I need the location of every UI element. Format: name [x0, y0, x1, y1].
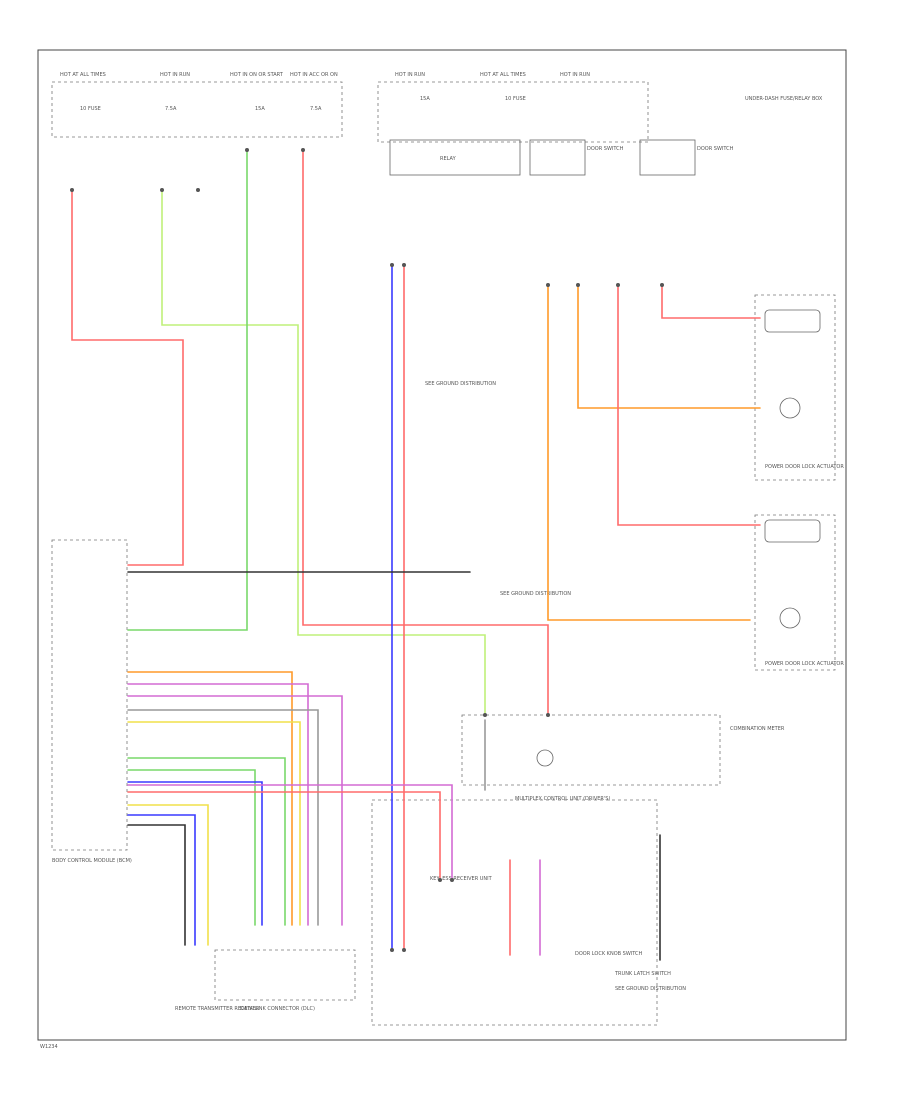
hot-label-2: HOT IN RUN — [160, 72, 190, 78]
wire-orange-2 — [577, 284, 761, 409]
dlc-box — [214, 949, 356, 1001]
sensor-a-label: DOOR LOCK KNOB SWITCH — [575, 951, 643, 957]
diagram-frame — [37, 49, 847, 1041]
figure-code: W1234 — [40, 1044, 58, 1050]
multiplex-label: MULTIPLEX CONTROL UNIT (DRIVER'S) — [515, 796, 610, 802]
connector-pin-7 — [546, 283, 550, 287]
door-actuators: POWER DOOR LOCK ACTUATOR POWER DOOR LOCK… — [754, 294, 844, 671]
wire-yellow-1 — [127, 721, 301, 926]
wire-red-4 — [617, 284, 761, 526]
connector-pin-14 — [450, 878, 454, 882]
power-source-labels: HOT AT ALL TIMES HOT IN RUN HOT IN ON OR… — [60, 72, 590, 78]
ground-note-2: SEE GROUND DISTRIBUTION — [500, 591, 571, 597]
wire-pink-1 — [127, 695, 343, 926]
remote-label: REMOTE TRANSMITTER RECEIVER — [175, 1006, 260, 1012]
actuator-1 — [764, 309, 821, 333]
connector-pin-10 — [660, 283, 664, 287]
connector-pin-11 — [483, 713, 487, 717]
connector-pin-1 — [160, 188, 164, 192]
hot-label-1: HOT AT ALL TIMES — [60, 72, 106, 78]
ground-note-1: SEE GROUND DISTRIBUTION — [425, 381, 496, 387]
switch-label-1: DOOR SWITCH — [587, 146, 624, 152]
actuator-group-rear — [754, 514, 836, 671]
combination-meter: COMBINATION METER — [461, 714, 785, 786]
keyless-label: KEYLESS RECEIVER UNIT — [430, 876, 493, 882]
connector-pin-8 — [576, 283, 580, 287]
fuse-label-3: 15A — [255, 106, 265, 112]
switch-label-2: DOOR SWITCH — [697, 146, 734, 152]
wire-green-2 — [127, 149, 248, 631]
bottom-connectors: DATA LINK CONNECTOR (DLC) REMOTE TRANSMI… — [40, 876, 671, 1050]
bcm-label: BODY CONTROL MODULE (BCM) — [52, 858, 132, 864]
relay-box — [389, 139, 521, 176]
wire-red-2 — [302, 149, 549, 716]
meter-indicator — [536, 749, 554, 767]
actuator-3 — [764, 519, 821, 543]
bcm-box — [51, 539, 128, 851]
wires — [70, 148, 761, 961]
wire-green-1 — [161, 189, 486, 716]
connector-pin-4 — [301, 148, 305, 152]
fuse-boxes: RELAY DOOR SWITCH DOOR SWITCH 10 FUSE 7.… — [51, 81, 823, 176]
wire-green-4 — [127, 769, 256, 926]
actuator-label-2: POWER DOOR LOCK ACTUATOR — [765, 661, 844, 667]
connector-pin-3 — [245, 148, 249, 152]
wire-violet-1 — [127, 683, 309, 926]
wire-green-3 — [127, 757, 286, 926]
sensor-b-label: TRUNK LATCH SWITCH — [614, 971, 671, 977]
multiplex-unit: MULTIPLEX CONTROL UNIT (DRIVER'S) — [371, 796, 658, 1026]
wire-orange-3 — [127, 671, 293, 926]
fuse-label-1: 10 FUSE — [80, 106, 101, 112]
meter-label: COMBINATION METER — [730, 726, 785, 732]
wire-red-6 — [127, 791, 441, 881]
multiplex-box — [371, 799, 658, 1026]
fuse-label-2: 7.5A — [165, 106, 177, 112]
switch-box-1 — [529, 139, 586, 176]
fuse-box-right — [377, 81, 649, 143]
wire-black-2 — [127, 824, 186, 946]
connector-pin-0 — [70, 188, 74, 192]
ground-note-3: SEE GROUND DISTRIBUTION — [615, 986, 686, 992]
fuse-label-6: 10 FUSE — [505, 96, 526, 102]
wire-gray-1 — [127, 709, 319, 926]
connector-pin-5 — [390, 263, 394, 267]
fuse-box-left — [51, 81, 343, 138]
wire-blue-2 — [127, 781, 263, 926]
wire-blue-3 — [127, 784, 453, 881]
actuator-4 — [779, 607, 801, 629]
actuator-label-1: POWER DOOR LOCK ACTUATOR — [765, 464, 844, 470]
wire-red-5 — [661, 284, 761, 319]
wire-blue-4 — [127, 814, 196, 946]
hot-label-4: HOT IN ACC OR ON — [290, 72, 338, 78]
connector-pin-6 — [402, 263, 406, 267]
connector-pin-13 — [438, 878, 442, 882]
fuse-label-4: 7.5A — [310, 106, 322, 112]
actuator-2 — [779, 397, 801, 419]
dlc-label: DATA LINK CONNECTOR (DLC) — [240, 1006, 315, 1012]
hot-label-3: HOT IN ON OR START — [230, 72, 284, 78]
hot-label-7: HOT IN RUN — [560, 72, 590, 78]
wire-yellow-2 — [127, 804, 209, 946]
wire-red-main — [71, 189, 184, 566]
meter-box — [461, 714, 721, 786]
hot-label-5: HOT IN RUN — [395, 72, 425, 78]
fuse-label-5: 15A — [420, 96, 430, 102]
connector-pin-9 — [616, 283, 620, 287]
connector-pin-16 — [402, 948, 406, 952]
switch-box-2 — [639, 139, 696, 176]
body-control-module: BODY CONTROL MODULE (BCM) — [51, 539, 132, 864]
hot-label-6: HOT AT ALL TIMES — [480, 72, 526, 78]
connector-pin-15 — [390, 948, 394, 952]
actuator-group-front — [754, 294, 836, 481]
connector-pin-2 — [196, 188, 200, 192]
wire-orange-1 — [547, 284, 751, 621]
right-notes: UNDER-DASH FUSE/RELAY BOX — [745, 96, 823, 102]
connector-pin-12 — [546, 713, 550, 717]
relay-label: RELAY — [440, 156, 457, 162]
